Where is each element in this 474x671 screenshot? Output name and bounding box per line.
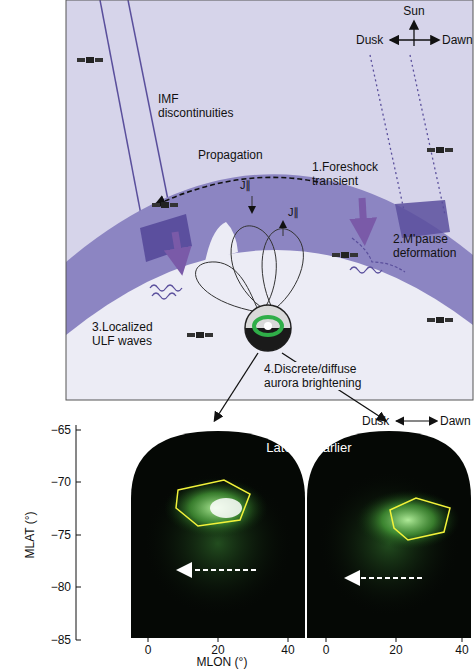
tick-label: 40	[455, 643, 468, 657]
direction-label: Dawn	[440, 414, 471, 428]
tick-label: 0	[145, 643, 152, 657]
axis-title: MLON (°)	[197, 655, 248, 669]
tick-label: 20	[389, 643, 402, 657]
current-label: J∥	[240, 178, 251, 192]
tick-label: −80	[31, 580, 71, 594]
axis-title: MLAT (°)	[23, 511, 37, 558]
tick-label: −65	[31, 423, 71, 437]
aurora-picture	[304, 428, 474, 638]
direction-label: Dusk	[362, 414, 389, 428]
tick-label: 40	[281, 643, 294, 657]
tick-label: −75	[31, 528, 71, 542]
tick-label: −70	[31, 475, 71, 489]
panel-label: Later	[266, 440, 296, 455]
step-label: 1.Foreshock transient	[312, 160, 384, 188]
tick-label: −85	[31, 633, 71, 647]
direction-label: Sun	[403, 4, 424, 18]
step-label: 2.M'pause deformation	[393, 232, 471, 260]
aurora-image: Earlier	[304, 428, 474, 638]
tick-label: 20	[211, 643, 224, 657]
step-label: 4.Discrete/diffuse aurora brightening	[262, 362, 382, 390]
current-label: J∥	[288, 205, 299, 219]
direction-label: Dusk	[356, 33, 383, 47]
aurora-image: Later	[128, 428, 308, 638]
step-label: 3.Localized ULF waves	[92, 320, 174, 348]
tick-label: 0	[323, 643, 330, 657]
direction-label: Dawn	[442, 33, 473, 47]
annotation: Propagation	[198, 148, 263, 162]
panel-label: Earlier	[314, 440, 352, 455]
annotation: IMF discontinuities	[158, 92, 246, 120]
aurora-picture	[128, 428, 308, 638]
